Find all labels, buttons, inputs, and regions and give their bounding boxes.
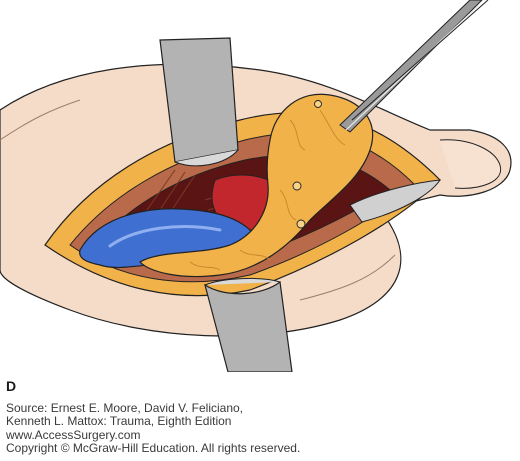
- figure-caption: Source: Ernest E. Moore, David V. Felici…: [6, 401, 514, 456]
- caption-source-line: Source: Ernest E. Moore, David V. Felici…: [6, 401, 243, 415]
- surgical-illustration: [0, 0, 512, 372]
- top-retractor: [159, 37, 239, 167]
- bottom-retractor: [204, 277, 293, 372]
- caption-website-line: www.AccessSurgery.com: [6, 427, 141, 442]
- panel-letter: D: [6, 378, 17, 394]
- caption-copyright-line: Copyright © McGraw-Hill Education. All r…: [6, 441, 301, 456]
- caption-authors-line: Kenneth L. Mattox: Trauma, Eighth Editio…: [6, 414, 232, 429]
- side-retractor: [349, 179, 442, 223]
- surgical-forceps: [339, 0, 489, 133]
- omental-fat: [139, 93, 374, 278]
